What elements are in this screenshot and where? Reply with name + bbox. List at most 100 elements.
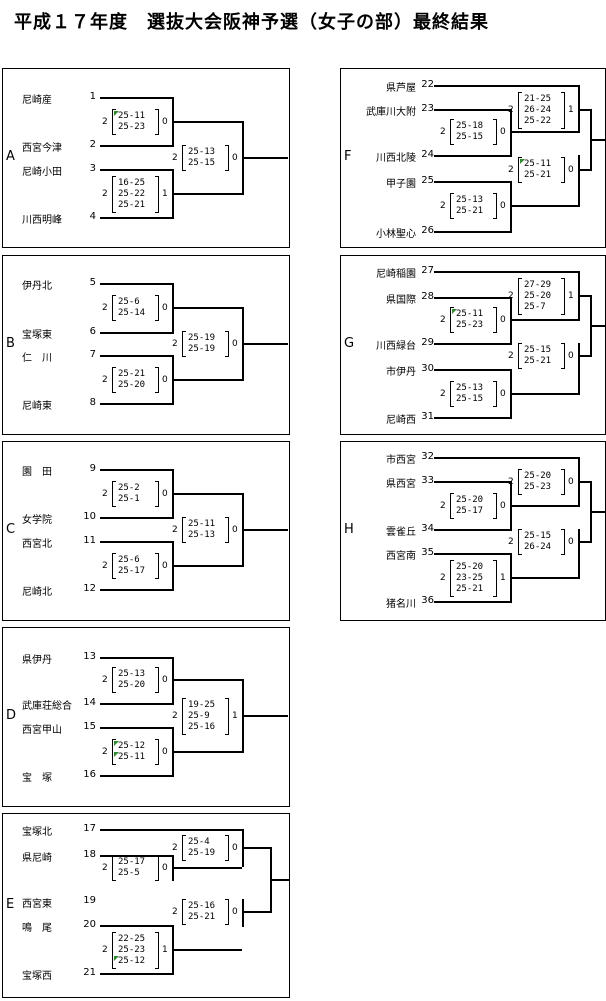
set-score: 25-21 [456, 583, 484, 594]
final-line [590, 139, 606, 141]
match-left-score: 2 [172, 711, 178, 721]
team-name: 西宮北 [22, 539, 52, 550]
team-line [100, 332, 172, 334]
set-bracket-right [493, 406, 497, 407]
team-line [100, 657, 172, 659]
match-left-score: 2 [102, 561, 108, 571]
team-number: 14 [83, 697, 96, 708]
winner-line [578, 109, 590, 111]
set-bracket-right [561, 529, 565, 530]
team-number: 33 [421, 475, 434, 486]
team-line [100, 541, 172, 543]
set-bracket-left [518, 469, 519, 495]
set-bracket-right [561, 182, 565, 183]
set-score: 25-15 [524, 345, 552, 355]
team-line [100, 169, 172, 171]
set-bracket-left [518, 157, 519, 183]
set-score: 25-22 [524, 115, 552, 126]
match-right-score: 0 [162, 375, 168, 385]
set-bracket-right [225, 170, 229, 171]
set-score: 25-21 [524, 356, 552, 366]
set-bracket-left [518, 277, 519, 315]
set-bracket-left [182, 924, 186, 925]
match-line [172, 657, 174, 705]
match-right-score: 0 [232, 907, 238, 917]
set-bracket-left [112, 175, 116, 177]
set-bracket-left [112, 553, 116, 554]
team-line [434, 481, 510, 483]
match-left-score: 2 [508, 165, 514, 175]
match-right-score: 1 [500, 573, 506, 583]
winner-line [510, 131, 578, 133]
set-bracket-left [182, 517, 186, 518]
set-bracket-right [561, 277, 565, 279]
team-number: 19 [83, 895, 96, 906]
team-name: 市西宮 [386, 455, 416, 466]
set-score: 25-22 [118, 188, 146, 199]
set-bracket-right [561, 313, 565, 315]
set-score: 25-23 [524, 482, 552, 492]
team-line [434, 231, 510, 233]
set-bracket-left [518, 277, 522, 279]
team-name: 尼崎西 [386, 415, 416, 426]
match-left-score: 2 [440, 127, 446, 137]
match-right-score: 0 [568, 477, 574, 487]
block-letter: C [6, 522, 16, 537]
team-number: 1 [89, 91, 96, 102]
team-name: 園 田 [22, 467, 52, 478]
team-number: 9 [89, 463, 96, 474]
set-bracket-right [155, 295, 159, 296]
winner-line [510, 577, 578, 579]
set-score: 25-4 [188, 837, 210, 847]
team-number: 15 [83, 721, 96, 732]
green-mark-icon [114, 741, 119, 746]
green-mark-icon [114, 111, 119, 116]
set-bracket-left [112, 692, 116, 693]
set-score: 27-29 [524, 279, 552, 290]
set-bracket-right [225, 835, 229, 836]
set-score: 25-13 [456, 195, 484, 205]
set-bracket-left [182, 356, 186, 357]
set-bracket-left [182, 835, 186, 836]
set-bracket-right [155, 692, 159, 693]
match-right-score: 0 [162, 863, 168, 873]
set-bracket-left [518, 368, 522, 369]
set-bracket-right [155, 739, 159, 740]
set-score: 25-13 [456, 383, 484, 393]
set-bracket-left [518, 529, 522, 530]
set-bracket-right [561, 469, 565, 470]
set-bracket-left [112, 931, 113, 969]
set-score: 25-11 [456, 309, 484, 319]
set-bracket-right [493, 332, 497, 333]
team-name: 川西北陵 [376, 153, 416, 164]
winner-line [172, 493, 242, 495]
match-left-score: 2 [440, 201, 446, 211]
final-line [242, 529, 288, 531]
set-bracket-right [155, 134, 159, 135]
match-right-score: 1 [162, 189, 168, 199]
set-score: 25-19 [188, 344, 216, 354]
team-line [100, 727, 172, 729]
set-score: 25-16 [188, 721, 216, 732]
set-bracket-right [493, 193, 497, 194]
set-bracket-right [228, 145, 229, 171]
set-bracket-left [112, 481, 116, 482]
set-bracket-right [158, 667, 159, 693]
set-bracket-left [112, 506, 116, 507]
set-score: 25-2 [118, 483, 140, 493]
match-right-score: 0 [162, 303, 168, 313]
team-line [434, 417, 510, 419]
match-left-score: 2 [102, 747, 108, 757]
set-bracket-right [155, 211, 159, 213]
team-name: 宝塚西 [22, 971, 52, 982]
team-number: 11 [83, 535, 96, 546]
winner-line [510, 319, 578, 321]
winner-line [578, 541, 590, 543]
winner-line [172, 193, 242, 195]
match-left-score: 2 [440, 573, 446, 583]
set-bracket-left [450, 559, 454, 561]
set-bracket-right [493, 218, 497, 219]
set-bracket-right [493, 381, 497, 382]
match-right-score: 0 [500, 389, 506, 399]
set-bracket-right [561, 127, 565, 129]
